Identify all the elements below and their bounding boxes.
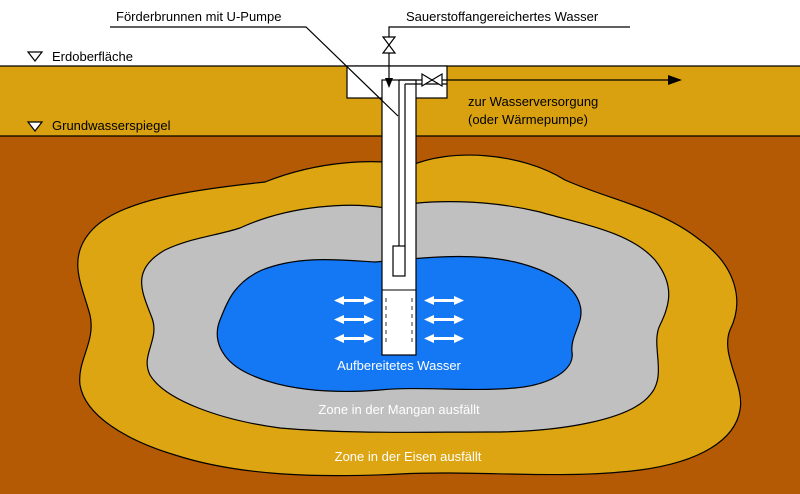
supply-label-line1: zur Wasserversorgung (468, 94, 598, 109)
manganese-zone-label: Zone in der Mangan ausfällt (318, 402, 480, 417)
surface-marker-icon (26, 51, 44, 62)
groundwater-level-label: Grundwasserspiegel (52, 118, 171, 133)
inlet-valve-icon (381, 36, 397, 54)
well-label-leader (110, 26, 399, 117)
iron-zone-label: Zone in der Eisen ausfällt (335, 449, 482, 464)
well-filter-screen (382, 289, 416, 346)
flow-arrow-right-3 (424, 334, 464, 343)
groundwater-marker-icon (26, 121, 44, 132)
flow-arrow-left-2 (334, 315, 374, 324)
u-pump (392, 245, 406, 277)
flow-arrows (334, 296, 464, 343)
supply-label-line2: (oder Wärmepumpe) (468, 112, 588, 127)
well-label: Förderbrunnen mit U-Pumpe (116, 9, 281, 24)
flow-arrow-right-2 (424, 315, 464, 324)
flow-arrow-left-3 (334, 334, 374, 343)
flow-arrow-right-1 (424, 296, 464, 305)
outlet-valve-icon (421, 72, 443, 88)
air-background (0, 0, 800, 66)
oxygen-water-label: Sauerstoffangereichertes Wasser (406, 9, 599, 24)
treated-water-label: Aufbereitetes Wasser (337, 358, 461, 373)
flow-arrow-left-1 (334, 296, 374, 305)
oxygen-inlet-line (385, 26, 630, 88)
surface-label: Erdoberfläche (52, 49, 133, 64)
